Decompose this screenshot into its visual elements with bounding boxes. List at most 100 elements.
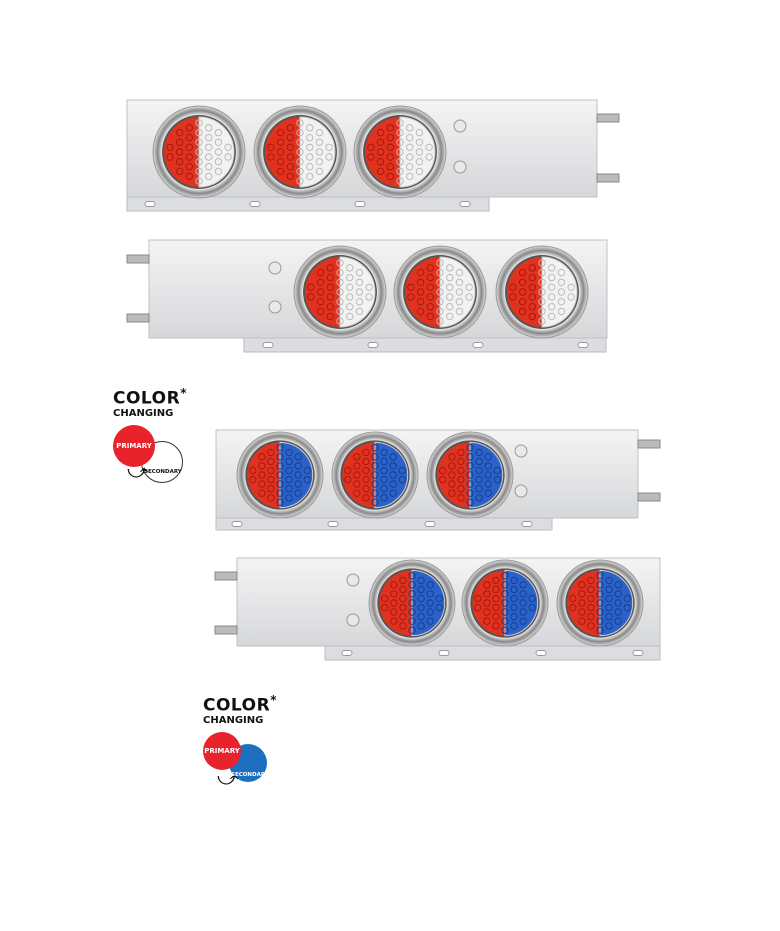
led xyxy=(195,148,203,156)
led xyxy=(258,453,266,461)
led xyxy=(306,133,314,142)
bolt-head xyxy=(268,300,282,314)
led xyxy=(436,307,444,316)
led xyxy=(587,603,595,612)
led xyxy=(623,594,631,603)
led xyxy=(415,158,424,166)
mounting-slot xyxy=(632,650,644,656)
led xyxy=(303,466,311,475)
led xyxy=(276,148,285,156)
mounting-slot xyxy=(535,650,547,656)
led xyxy=(492,576,500,585)
led xyxy=(389,471,397,479)
led xyxy=(355,288,364,296)
led xyxy=(557,268,566,277)
led xyxy=(457,457,465,466)
led xyxy=(587,622,595,630)
led xyxy=(353,471,361,479)
led xyxy=(596,608,604,616)
led xyxy=(605,613,613,621)
led xyxy=(416,298,425,306)
led xyxy=(294,453,302,461)
led xyxy=(326,303,334,311)
led xyxy=(510,603,518,612)
led xyxy=(285,485,293,493)
bolt-head xyxy=(514,444,528,458)
led xyxy=(276,471,284,479)
led xyxy=(267,457,275,466)
led xyxy=(587,594,595,603)
logo-subtitle: CHANGING xyxy=(113,407,174,419)
led xyxy=(362,448,370,457)
led xyxy=(548,303,556,311)
led xyxy=(528,303,536,311)
led xyxy=(519,590,527,598)
led xyxy=(448,489,456,497)
led xyxy=(538,307,546,316)
led xyxy=(285,466,293,475)
led xyxy=(518,278,527,286)
mounting-slot xyxy=(521,521,533,527)
led xyxy=(224,143,232,151)
light-bar-1 xyxy=(126,99,620,212)
mounting-stud xyxy=(596,173,620,183)
led xyxy=(389,480,397,488)
led xyxy=(390,608,398,616)
led xyxy=(195,167,203,176)
led xyxy=(465,283,473,291)
led xyxy=(407,283,415,291)
mounting-stud xyxy=(637,439,661,449)
led xyxy=(249,466,257,475)
led xyxy=(371,453,379,461)
led xyxy=(399,576,407,585)
led xyxy=(396,158,404,166)
led xyxy=(276,462,284,470)
led xyxy=(426,581,434,589)
led xyxy=(408,590,416,598)
led xyxy=(596,599,604,607)
led xyxy=(355,298,364,306)
primary-circle: PRIMARY xyxy=(113,425,155,467)
led xyxy=(538,298,546,306)
bolt-head xyxy=(268,261,282,275)
led xyxy=(596,626,604,634)
led xyxy=(518,288,527,296)
led xyxy=(406,153,414,161)
led xyxy=(596,572,604,580)
led xyxy=(528,273,536,282)
led xyxy=(538,288,546,296)
led xyxy=(367,153,375,161)
led xyxy=(415,128,424,137)
led xyxy=(344,466,352,475)
led xyxy=(346,273,354,282)
led xyxy=(267,143,275,151)
led xyxy=(518,268,527,277)
led xyxy=(214,138,223,146)
led xyxy=(548,273,556,282)
led xyxy=(276,158,285,166)
led xyxy=(435,594,443,603)
led xyxy=(390,581,398,589)
light-1 xyxy=(368,559,456,647)
led xyxy=(466,462,474,470)
led xyxy=(475,448,483,457)
led xyxy=(426,283,434,291)
light-bar-4 xyxy=(214,557,661,661)
led xyxy=(205,163,213,171)
led xyxy=(315,167,324,176)
led xyxy=(415,138,424,146)
led xyxy=(353,489,361,497)
mounting-flange xyxy=(126,196,490,212)
led xyxy=(457,485,465,493)
led xyxy=(267,153,275,161)
led xyxy=(346,293,354,301)
led xyxy=(407,293,415,301)
led xyxy=(475,457,483,466)
led xyxy=(408,617,416,625)
bolt-head xyxy=(453,119,467,133)
led xyxy=(492,585,500,594)
led xyxy=(587,613,595,621)
led xyxy=(390,599,398,607)
led xyxy=(316,307,325,316)
led xyxy=(484,453,492,461)
